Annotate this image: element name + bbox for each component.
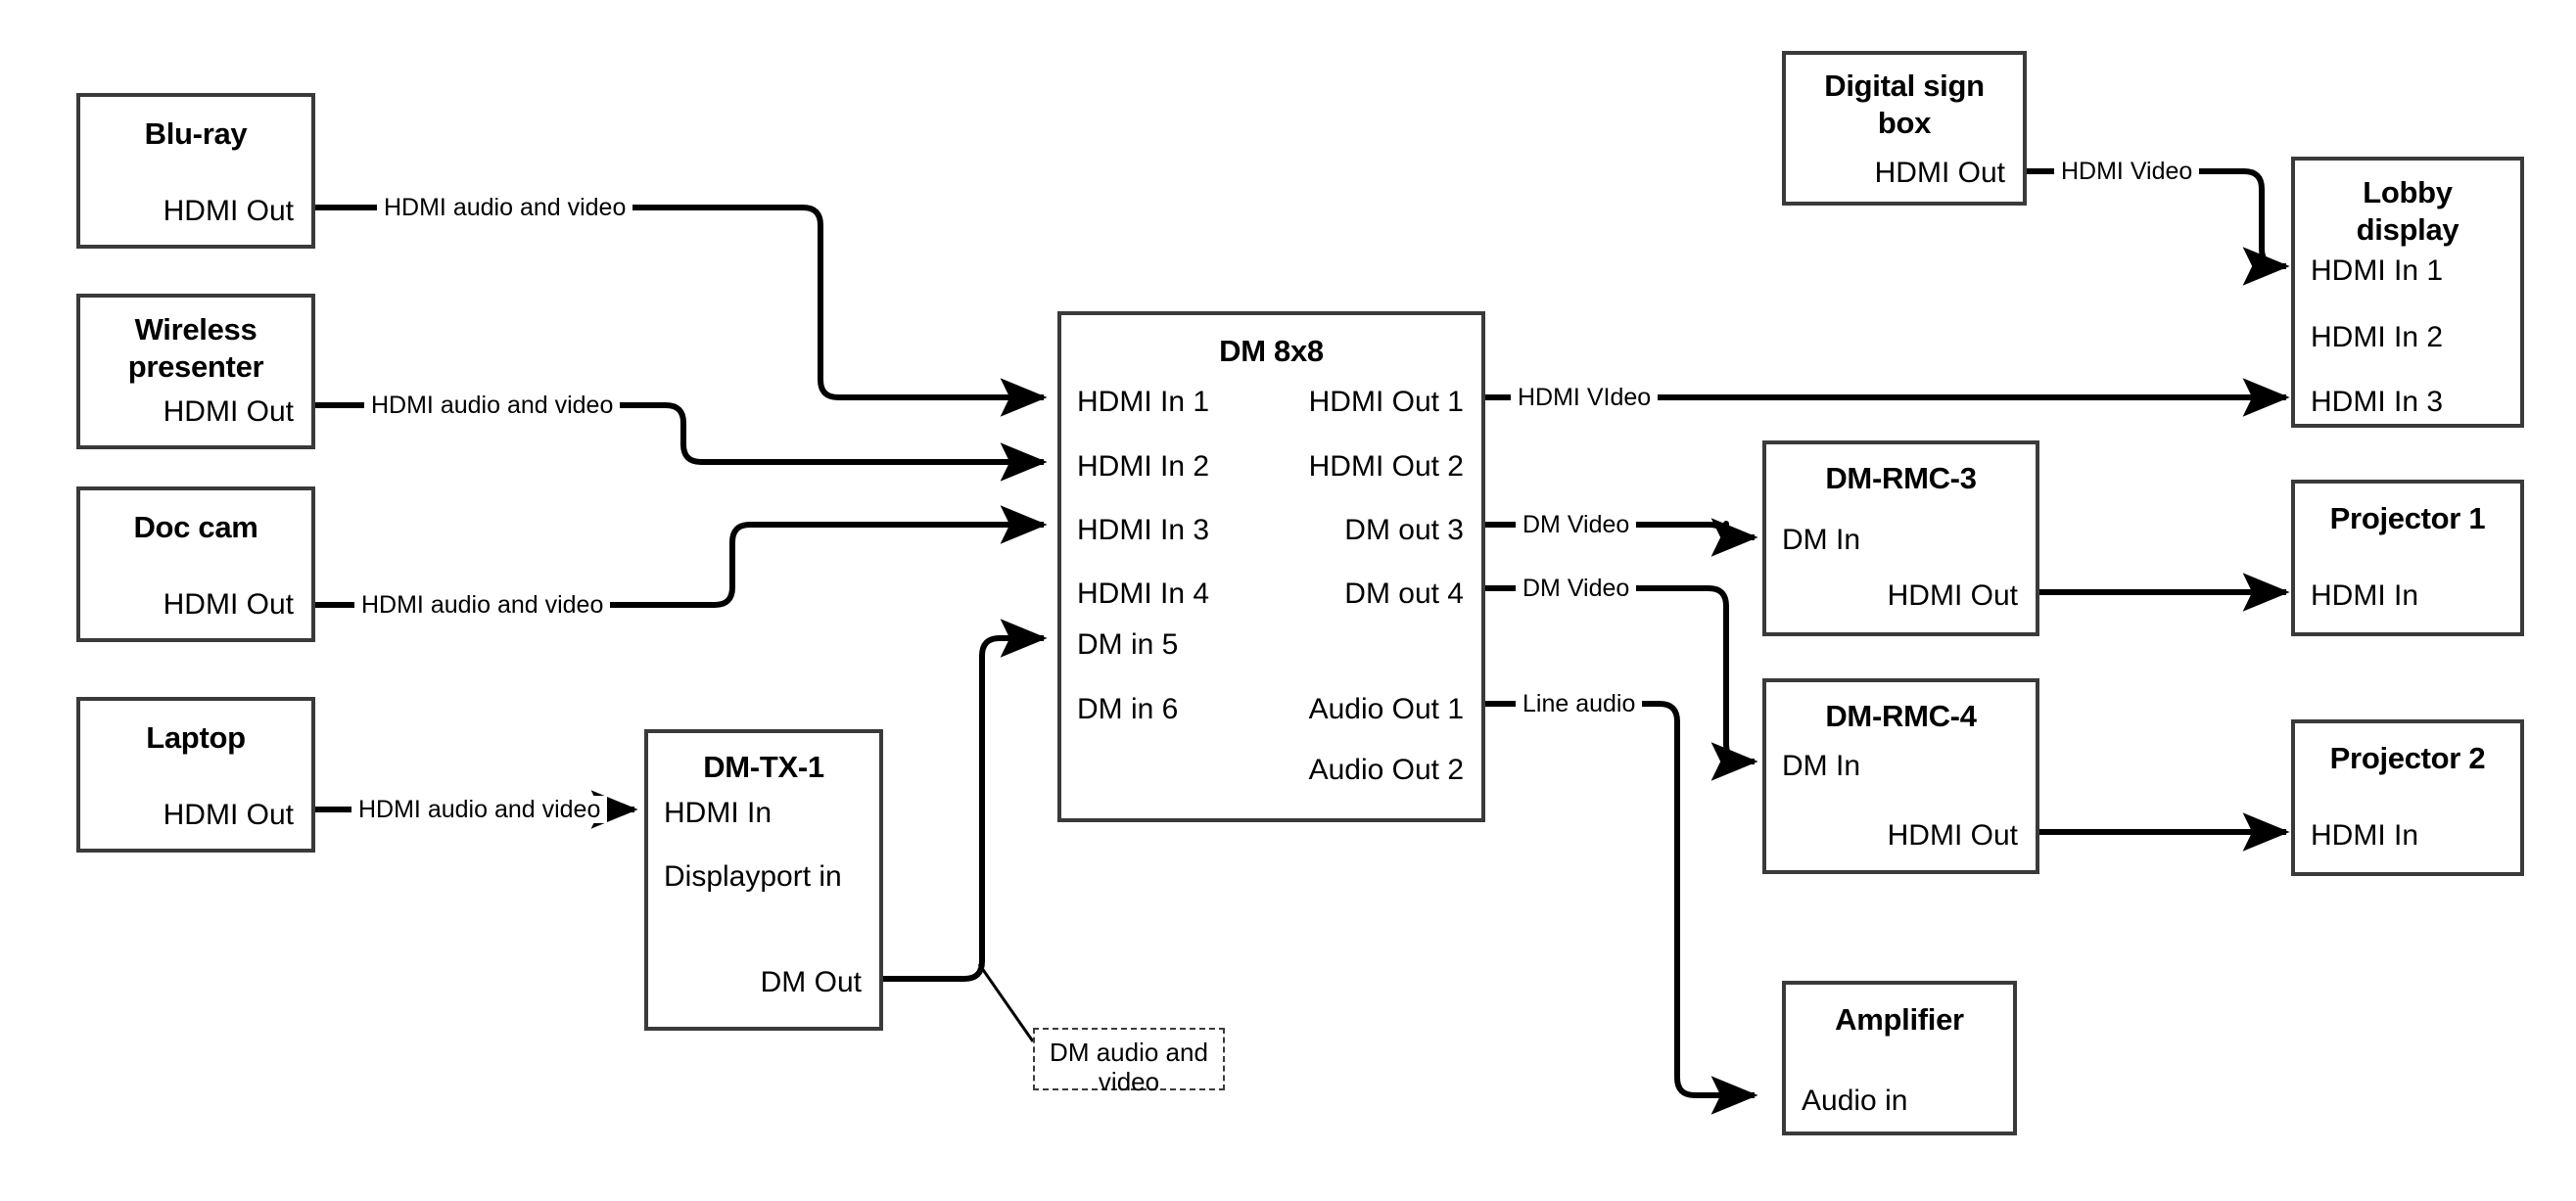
- node-dm-tx-1-title: DM-TX-1: [703, 750, 824, 784]
- node-dm-8x8-input-hdmi-in-3: HDMI In 3: [1077, 514, 1210, 546]
- node-dm-8x8-output-audio-out-2: Audio Out 2: [1308, 754, 1464, 786]
- node-dm-rmc-3-title: DM-RMC-3: [1825, 461, 1977, 495]
- node-bluray-port-hdmi-out: HDMI Out: [163, 195, 294, 227]
- node-lobby-display-port-hdmi-in-2: HDMI In 2: [2311, 321, 2444, 353]
- node-dm-8x8-input-dm-in-5: DM in 5: [1077, 628, 1179, 661]
- node-projector-2-port-hdmi-in: HDMI In: [2311, 819, 2419, 852]
- wire-bluray-to-dm8x8: [315, 205, 1048, 417]
- node-dm-rmc-3-port-dm-in: DM In: [1782, 524, 1861, 556]
- node-doc-cam-title: Doc cam: [133, 510, 258, 544]
- node-wireless-presenter-port-hdmi-out: HDMI Out: [163, 395, 294, 428]
- node-projector-1-port-hdmi-in: HDMI In: [2311, 579, 2419, 612]
- node-dm-rmc-4-title: DM-RMC-4: [1825, 699, 1977, 733]
- node-amplifier-title: Amplifier: [1835, 1002, 1964, 1037]
- node-digital-sign-box-title: Digital sign box: [1824, 69, 1985, 140]
- wire-audioout1-to-amplifier: [1485, 701, 1758, 1115]
- node-wireless-presenter[interactable]: Wireless presenter HDMI Out: [76, 294, 315, 449]
- note-dm-audio-and-video: DM audio and video: [1033, 1028, 1225, 1096]
- wire-label-sign-to-lobby: HDMI Video: [2054, 158, 2200, 185]
- wire-label-dmout4-to-dmrmc4: DM Video: [1516, 575, 1637, 602]
- node-projector-1[interactable]: Projector 1 HDMI In: [2291, 480, 2524, 636]
- node-projector-1-title: Projector 1: [2329, 501, 2486, 535]
- node-lobby-display-port-hdmi-in-3: HDMI In 3: [2311, 386, 2444, 418]
- wire-dmout4-to-dmrmc4: [1485, 585, 1758, 781]
- node-dm-8x8-output-hdmi-out-2: HDMI Out 2: [1308, 450, 1464, 483]
- wire-label-audioout1-to-amplifier: Line audio: [1516, 690, 1643, 717]
- wire-label-doccam-to-dm8x8: HDMI audio and video: [354, 591, 611, 619]
- node-dm-tx-1-port-hdmi-in: HDMI In: [664, 797, 773, 829]
- node-dm-8x8-input-dm-in-6: DM in 6: [1077, 693, 1179, 725]
- node-doc-cam-port-hdmi-out: HDMI Out: [163, 588, 294, 621]
- wire-dmnote-leader: [977, 963, 1035, 1042]
- node-dm-8x8-input-hdmi-in-4: HDMI In 4: [1077, 577, 1210, 610]
- node-dm-rmc-3[interactable]: DM-RMC-3 DM In HDMI Out: [1762, 440, 2039, 636]
- node-dm-8x8-output-audio-out-1: Audio Out 1: [1308, 693, 1464, 725]
- node-dm-8x8-input-hdmi-in-2: HDMI In 2: [1077, 450, 1210, 483]
- node-amplifier-port-audio-in: Audio in: [1802, 1085, 1908, 1117]
- wire-label-wireless-to-dm8x8: HDMI audio and video: [364, 392, 621, 419]
- wire-dmtx1-to-dm8x8: [883, 619, 1048, 982]
- node-lobby-display-title: Lobby display: [2356, 175, 2459, 247]
- node-projector-2-title: Projector 2: [2329, 741, 2486, 775]
- node-laptop-port-hdmi-out: HDMI Out: [163, 799, 294, 831]
- node-doc-cam[interactable]: Doc cam HDMI Out: [76, 486, 315, 642]
- node-dm-tx-1-port-displayport-in: Displayport in: [664, 860, 842, 893]
- node-bluray-title: Blu-ray: [144, 116, 248, 151]
- wire-label-bluray-to-dm8x8: HDMI audio and video: [377, 194, 633, 221]
- wire-label-hdmiout1-to-lobby: HDMI VIdeo: [1511, 384, 1659, 411]
- wire-label-dmout3-to-dmrmc3: DM Video: [1516, 511, 1637, 538]
- node-dm-8x8-output-dm-out-4: DM out 4: [1344, 577, 1464, 610]
- node-dm-tx-1-port-dm-out: DM Out: [760, 966, 862, 998]
- node-lobby-display-port-hdmi-in-1: HDMI In 1: [2311, 254, 2444, 287]
- node-amplifier[interactable]: Amplifier Audio in: [1782, 981, 2017, 1135]
- node-dm-tx-1[interactable]: DM-TX-1 HDMI In Displayport in DM Out: [644, 729, 883, 1031]
- node-dm-8x8-title: DM 8x8: [1219, 334, 1324, 368]
- node-laptop-title: Laptop: [146, 720, 246, 755]
- node-laptop[interactable]: Laptop HDMI Out: [76, 697, 315, 853]
- node-dm-rmc-4[interactable]: DM-RMC-4 DM In HDMI Out: [1762, 678, 2039, 874]
- node-digital-sign-box[interactable]: Digital sign box HDMI Out: [1782, 51, 2027, 206]
- node-dm-8x8-output-hdmi-out-1: HDMI Out 1: [1308, 386, 1464, 418]
- node-wireless-presenter-title: Wireless presenter: [127, 312, 264, 384]
- node-dm-8x8-input-hdmi-in-1: HDMI In 1: [1077, 386, 1210, 418]
- node-dm-8x8-output-dm-out-3: DM out 3: [1344, 514, 1464, 546]
- node-dm-rmc-4-port-hdmi-out: HDMI Out: [1887, 819, 2018, 852]
- node-dm-rmc-3-port-hdmi-out: HDMI Out: [1887, 579, 2018, 612]
- wire-label-laptop-to-dmtx1: HDMI audio and video: [351, 796, 608, 823]
- node-projector-2[interactable]: Projector 2 HDMI In: [2291, 719, 2524, 876]
- node-dm-8x8[interactable]: DM 8x8 HDMI In 1 HDMI In 2 HDMI In 3 HDM…: [1057, 311, 1485, 822]
- node-bluray[interactable]: Blu-ray HDMI Out: [76, 93, 315, 249]
- node-dm-rmc-4-port-dm-in: DM In: [1782, 750, 1861, 782]
- note-dm-audio-and-video-text: DM audio and video: [1050, 1038, 1208, 1096]
- node-lobby-display[interactable]: Lobby display HDMI In 1 HDMI In 2 HDMI I…: [2291, 157, 2524, 428]
- node-digital-sign-box-port-hdmi-out: HDMI Out: [1874, 157, 2005, 189]
